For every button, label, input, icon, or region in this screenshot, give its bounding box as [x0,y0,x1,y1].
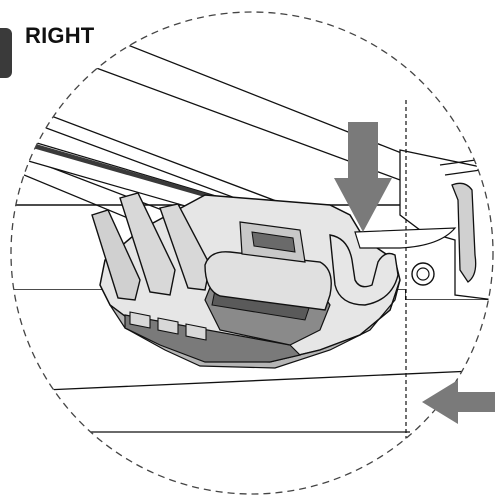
clamp-jaw-1 [91,209,141,301]
side-indicator-tab [0,28,12,78]
arrow-left-icon [422,380,495,424]
end-mount-latch [451,182,477,283]
clamp-jaws [91,192,211,301]
rail-underside-shelf [354,227,457,249]
side-label: RIGHT [25,23,95,48]
mount-bolt-inner [416,267,430,281]
rail-dark-edge [22,140,250,210]
arrow-down-icon [334,122,392,232]
clamp-hook [329,234,399,306]
clamp-top-tab-slot [251,231,296,253]
detail-circle-outline [10,11,494,495]
clamp-front-block [204,251,332,311]
grip-tray-ribs [129,311,207,341]
clipped-detail-view [11,31,493,440]
clamp-jaw-2 [119,192,176,296]
